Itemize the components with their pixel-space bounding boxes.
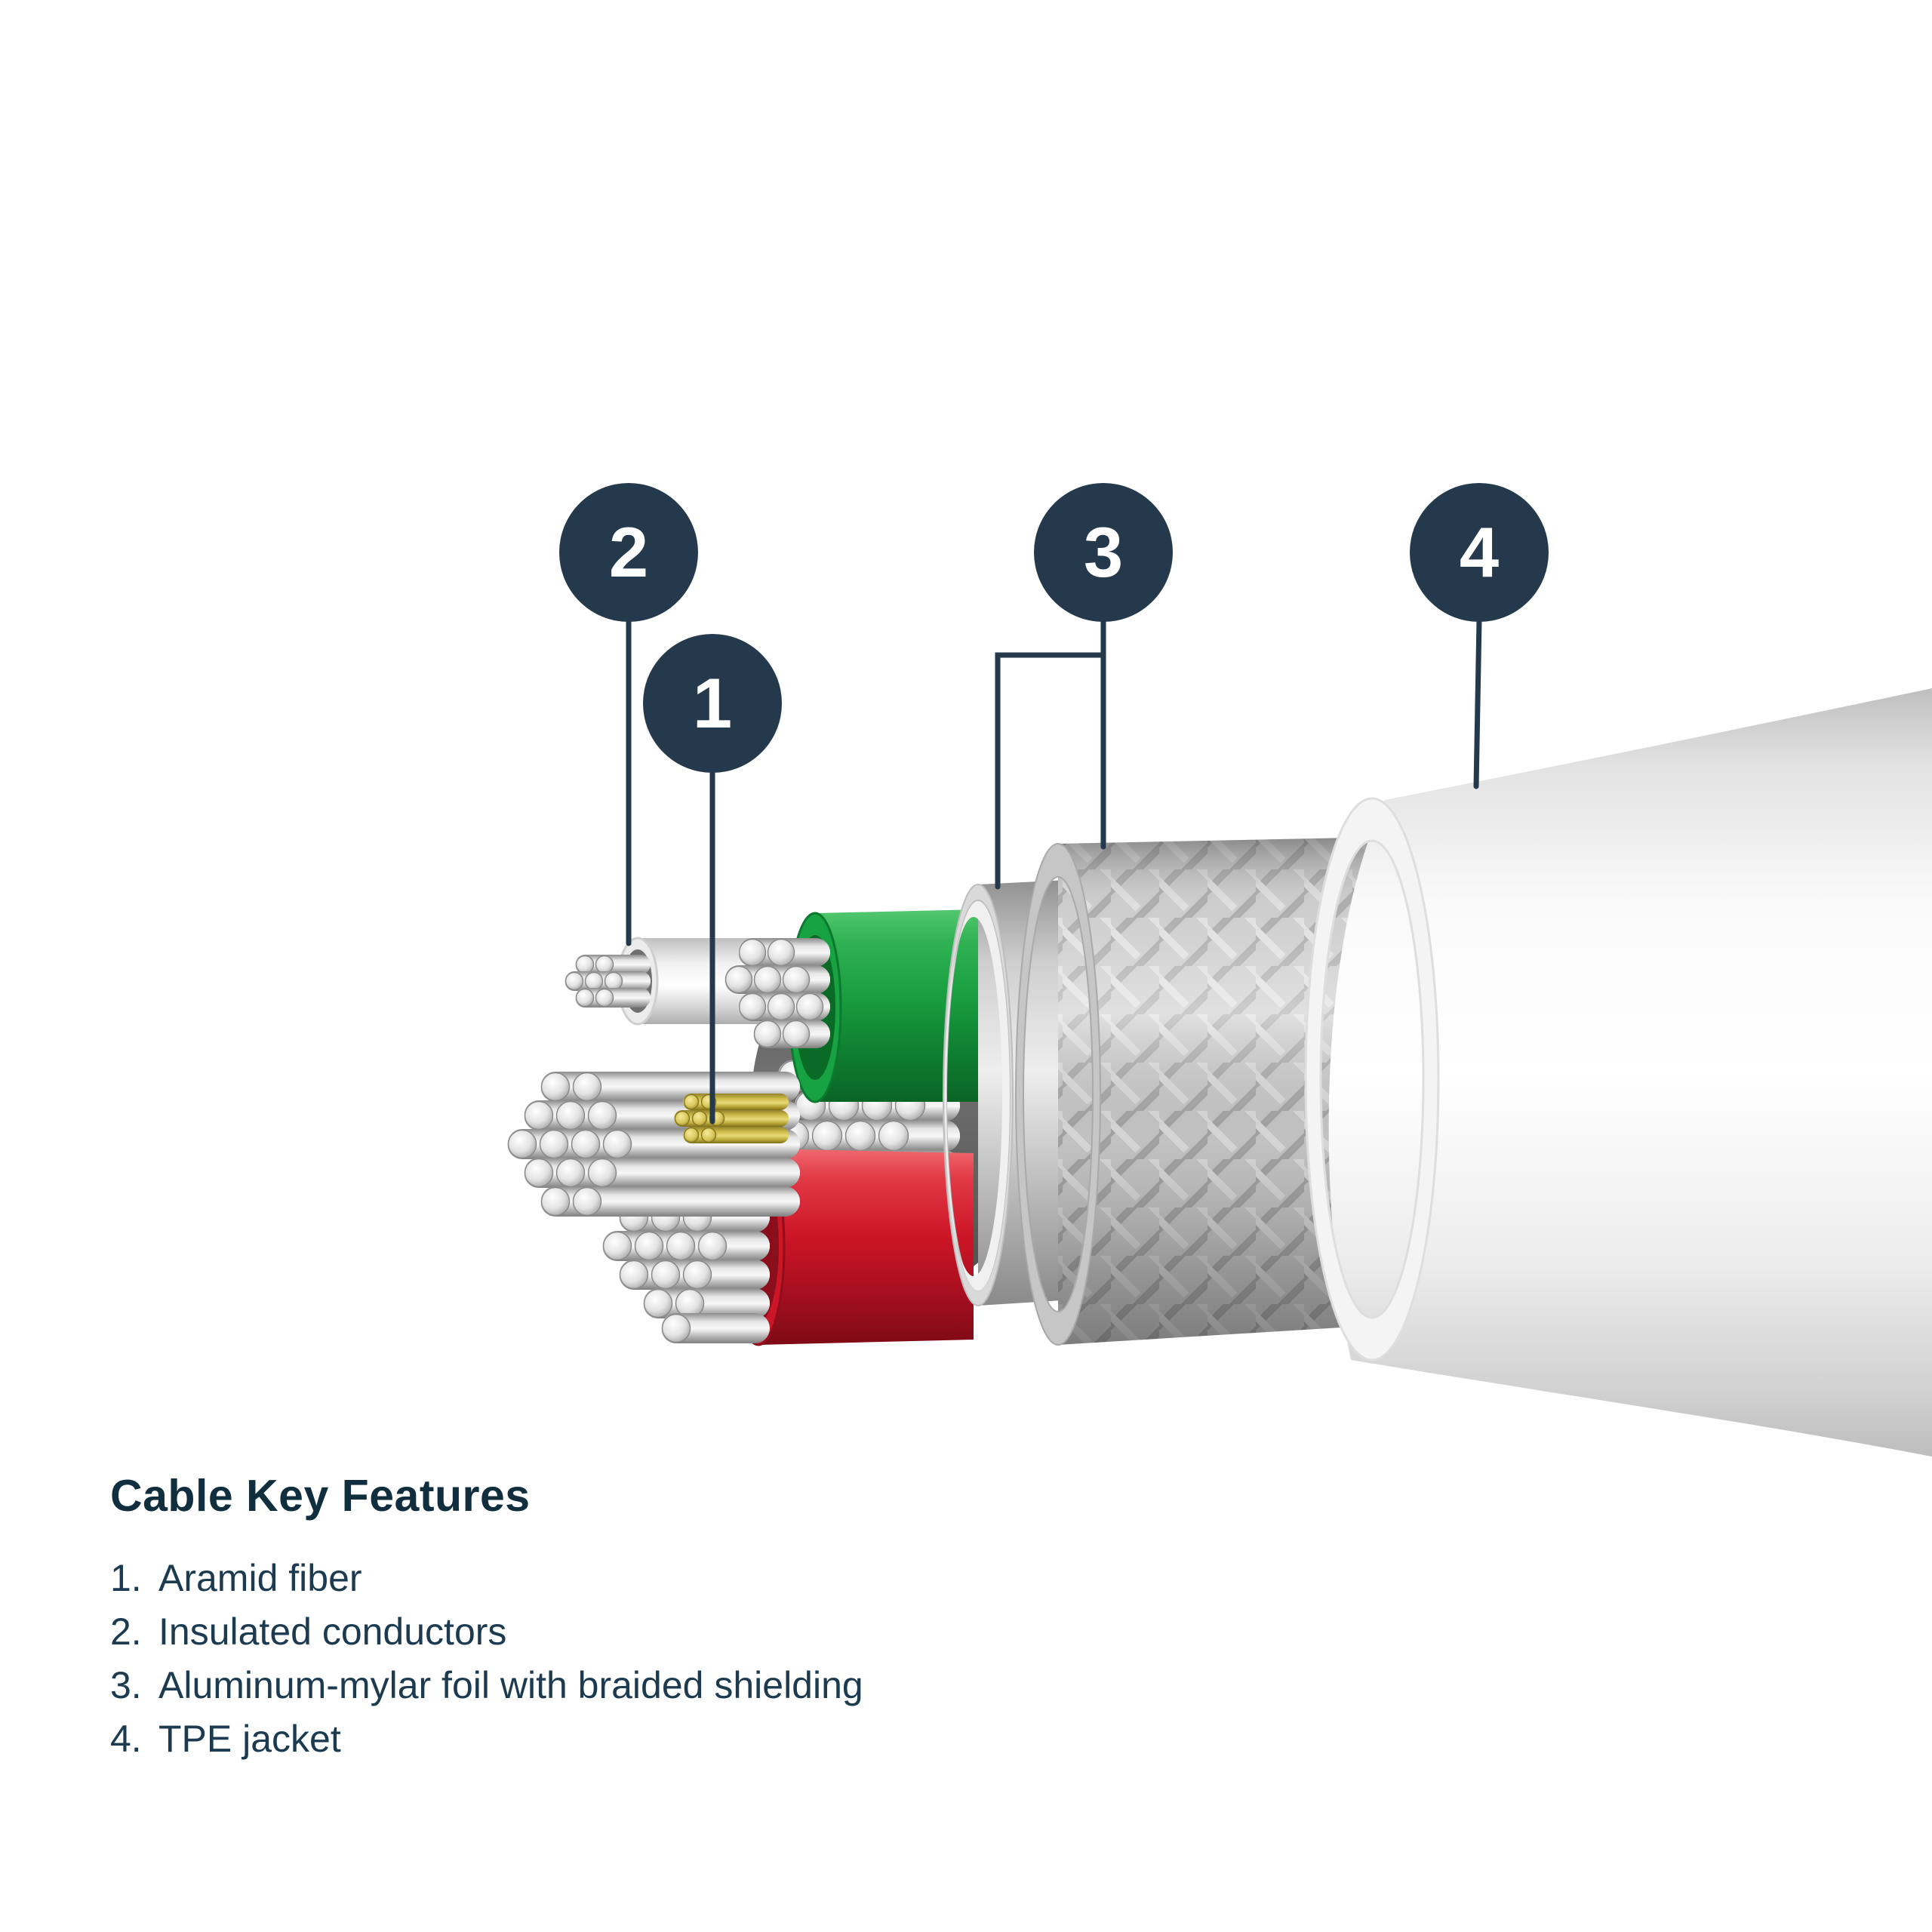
callout-badge-3-number: 3: [1083, 512, 1124, 592]
feature-item-1-number: 1.: [110, 1557, 142, 1599]
feature-item-4: 4. TPE jacket: [110, 1712, 863, 1766]
feature-item-4-number: 4.: [110, 1718, 142, 1760]
callout-badge-2-number: 2: [608, 512, 649, 592]
feature-item-1-text: Aramid fiber: [158, 1557, 362, 1599]
feature-item-2-number: 2.: [110, 1611, 142, 1653]
bare-strand-bundle: [507, 1072, 800, 1217]
cable-key-features: Cable Key Features 1. Aramid fiber 2. In…: [110, 1470, 863, 1766]
red-conductor: [602, 1147, 974, 1346]
features-heading: Cable Key Features: [110, 1471, 531, 1521]
callout-badge-4: 4: [1410, 483, 1549, 622]
feature-item-3: 3. Aluminum-mylar foil with braided shie…: [110, 1659, 863, 1712]
callout-badge-1-number: 1: [692, 663, 733, 743]
feature-item-2-text: Insulated conductors: [158, 1611, 507, 1653]
callout-lines: [626, 617, 1482, 1124]
callout-badge-3: 3: [1034, 483, 1173, 622]
jacket-layer: [1304, 688, 1932, 1457]
callout-line-3: [995, 617, 1106, 890]
callout-line-4: [1473, 617, 1482, 789]
features-list: 1. Aramid fiber 2. Insulated conductors …: [110, 1552, 863, 1766]
callout-badge-2: 2: [559, 483, 698, 622]
feature-item-4-text: TPE jacket: [158, 1718, 341, 1760]
feature-item-2: 2. Insulated conductors: [110, 1605, 863, 1659]
green-conductor: [724, 909, 981, 1103]
feature-item-1: 1. Aramid fiber: [110, 1552, 863, 1605]
callout-badge-1: 1: [643, 634, 782, 773]
feature-item-3-text: Aluminum-mylar foil with braided shieldi…: [158, 1664, 863, 1706]
aramid-fiber: [674, 1094, 789, 1143]
callout-badge-4-number: 4: [1459, 512, 1500, 592]
feature-item-3-number: 3.: [110, 1664, 142, 1706]
